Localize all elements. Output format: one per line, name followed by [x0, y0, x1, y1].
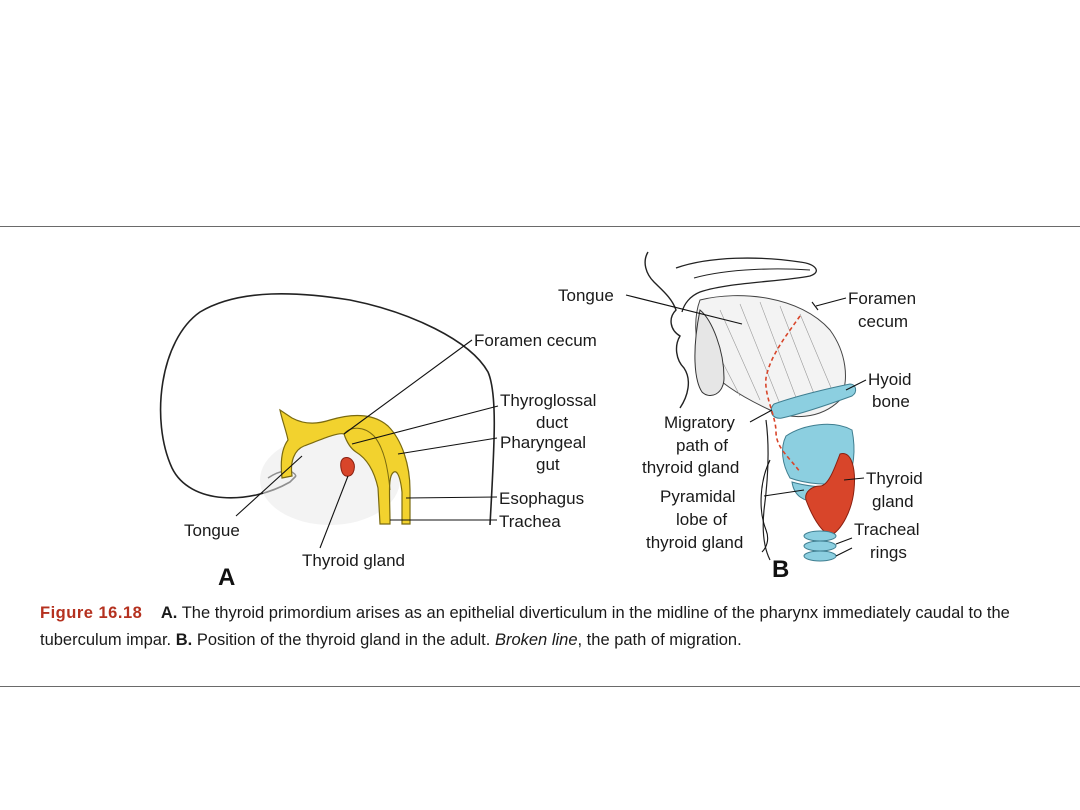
caption-b-letter: B.	[176, 631, 193, 649]
label-thyroglossal-a: Thyroglossal	[500, 391, 596, 410]
tracheal-rings-b	[804, 531, 836, 561]
label-rings-b: rings	[870, 543, 907, 562]
label-cecum-b: cecum	[858, 312, 908, 331]
caption-broken-text: , the path of migration.	[578, 631, 742, 649]
label-gland-b: gland	[872, 492, 914, 511]
thyroid-figure: Foramen cecum Thyroglossal duct Pharynge…	[0, 0, 1080, 600]
label-tongue-a: Tongue	[184, 521, 240, 540]
figure-number: Figure 16.18	[40, 604, 142, 622]
label-duct-a: duct	[536, 413, 568, 432]
label-esophagus-a: Esophagus	[499, 489, 584, 508]
caption-broken-line: Broken line	[495, 631, 578, 649]
label-thyroid-gland-a: Thyroid gland	[302, 551, 405, 570]
label-lobe-of-b: lobe of	[676, 510, 727, 529]
panel-letter-a: A	[218, 564, 235, 591]
caption-b-text: Position of the thyroid gland in the adu…	[197, 631, 491, 649]
label-thyroid-gland-pyramidal-b: thyroid gland	[646, 533, 743, 552]
label-bone-b: bone	[872, 392, 910, 411]
figure-caption: Figure 16.18 A. The thyroid primordium a…	[40, 600, 1060, 654]
label-trachea-a: Trachea	[499, 512, 561, 531]
label-foramen-b: Foramen	[848, 289, 916, 308]
panel-a-diagram	[161, 294, 495, 525]
panel-letter-b: B	[772, 556, 789, 583]
label-migratory-b: Migratory	[664, 413, 735, 432]
label-path-of-b: path of	[676, 436, 728, 455]
caption-a-letter: A.	[161, 604, 178, 622]
label-gut-a: gut	[536, 455, 560, 474]
label-thyroid-gland-path-b: thyroid gland	[642, 458, 739, 477]
face-profile	[645, 252, 688, 408]
label-thyroid-b: Thyroid	[866, 469, 923, 488]
label-pyramidal-b: Pyramidal	[660, 487, 736, 506]
label-tongue-b: Tongue	[558, 286, 614, 305]
thyroid-primordium	[341, 458, 355, 477]
label-hyoid-b: Hyoid	[868, 370, 911, 389]
bottom-divider	[0, 686, 1080, 687]
label-pharyngeal-a: Pharyngeal	[500, 433, 586, 452]
label-tracheal-b: Tracheal	[854, 520, 920, 539]
label-foramen-cecum-a: Foramen cecum	[474, 331, 597, 350]
